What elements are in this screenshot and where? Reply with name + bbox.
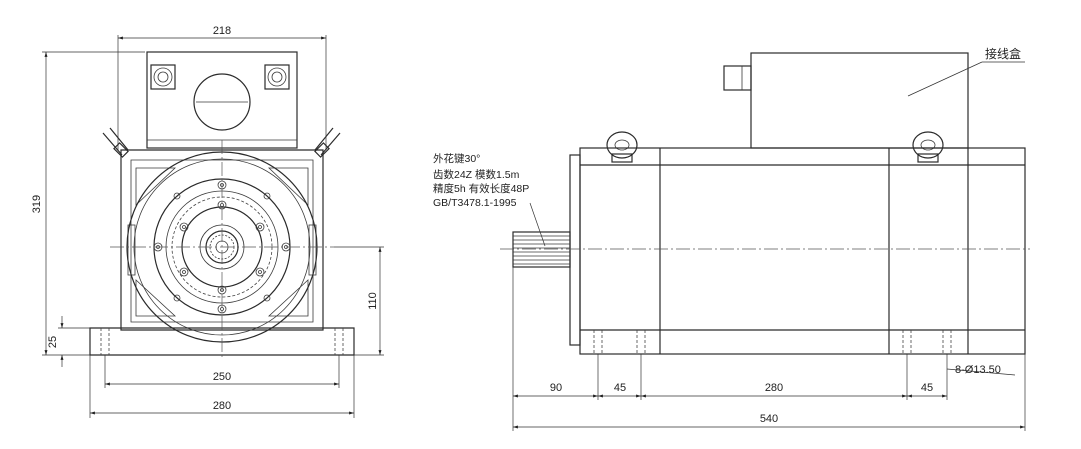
dim-110: 110 — [367, 292, 379, 310]
dim-540: 540 — [760, 413, 778, 425]
dim-hole-diameter: 8-Ø13.50 — [955, 364, 1001, 376]
motor-body — [579, 147, 1026, 355]
spline-note-line-4: GB/T3478.1-1995 — [433, 197, 517, 209]
dim-218: 218 — [213, 25, 231, 37]
lifting-eye-right-icon — [314, 127, 341, 158]
side-foot-holes — [593, 330, 952, 354]
front-housing — [120, 149, 324, 331]
dim-319: 319 — [31, 195, 43, 213]
spline-shaft — [512, 231, 571, 268]
dim-280-front: 280 — [213, 400, 231, 412]
junction-box-label: 接线盒 — [985, 46, 1021, 61]
side-view: 接线盒 外花键30° 齿数24Z 模数1.5m 精度5h 有效长度48P GB/… — [433, 46, 1030, 431]
dim-250: 250 — [213, 371, 231, 383]
dim-45-right: 45 — [921, 382, 933, 394]
connector-right-icon — [264, 64, 290, 90]
dim-45-left: 45 — [614, 382, 626, 394]
spline-teeth — [513, 235, 570, 265]
lifting-ring-right-icon — [912, 131, 944, 163]
front-terminal-cover — [193, 73, 251, 131]
lifting-ring-left-icon — [606, 131, 638, 163]
dim-25: 25 — [47, 336, 59, 348]
cable-gland-icon — [723, 65, 752, 91]
side-flange — [569, 154, 581, 346]
spline-note-line-2: 齿数24Z 模数1.5m — [433, 168, 520, 181]
lifting-eye-left-icon — [102, 127, 129, 158]
junction-box-leader — [907, 61, 983, 97]
front-view: 218 319 25 110 250 280 — [31, 25, 384, 418]
dim-280-side: 280 — [765, 382, 783, 394]
front-terminal-box — [146, 51, 298, 149]
hole-leader — [946, 368, 1016, 376]
spline-leader — [529, 202, 546, 247]
spline-note-line-1: 外花键30° — [433, 152, 480, 165]
connector-left-icon — [150, 64, 176, 90]
spline-note-line-3: 精度5h 有效长度48P — [433, 182, 529, 195]
dim-90: 90 — [550, 382, 562, 394]
